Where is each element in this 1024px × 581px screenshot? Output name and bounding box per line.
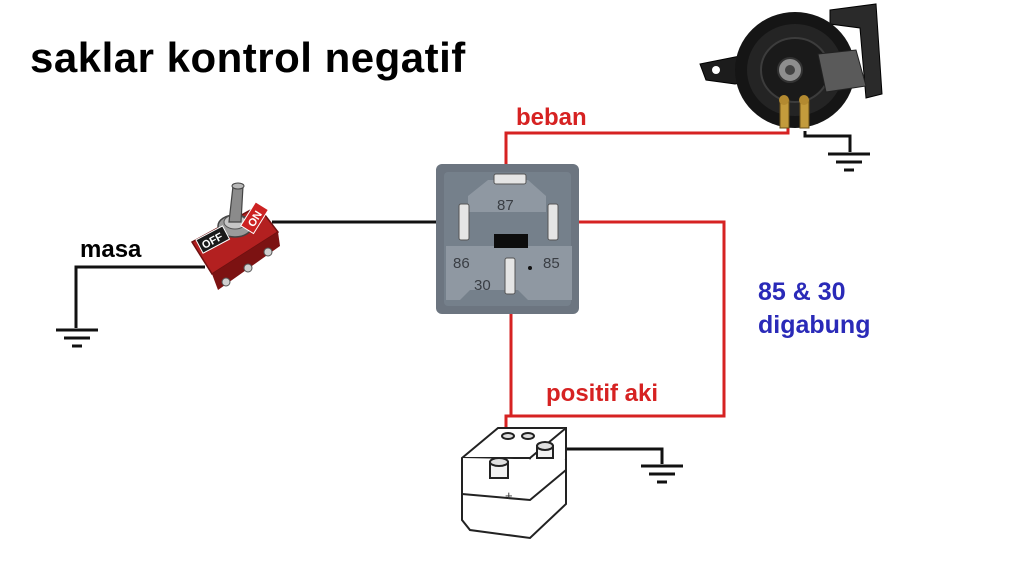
ground-symbol-horn bbox=[828, 152, 870, 172]
wire-85-jumper bbox=[511, 220, 726, 418]
horn-image bbox=[699, 3, 883, 129]
relay-pin-30 bbox=[504, 257, 516, 295]
note-line-1: 85 & 30 bbox=[758, 278, 846, 306]
relay-pin-87-label: 87 bbox=[497, 197, 514, 214]
ground-symbol-battery bbox=[641, 464, 683, 484]
note-line-2: digabung bbox=[758, 311, 871, 339]
relay-pin-87 bbox=[493, 173, 527, 185]
diagram-title: saklar kontrol negatif bbox=[30, 34, 466, 81]
wire-switch-to-ground bbox=[74, 265, 205, 328]
label-beban: beban bbox=[516, 104, 587, 131]
battery-image: + bbox=[461, 427, 567, 540]
wire-horn-to-ground bbox=[803, 131, 852, 152]
battery-plus-label: + bbox=[505, 488, 513, 503]
relay-pin-85 bbox=[547, 203, 559, 241]
relay-pin-86 bbox=[458, 203, 470, 241]
toggle-switch: ON OFF bbox=[190, 182, 280, 290]
relay-pin-86-label: 86 bbox=[453, 255, 470, 272]
relay-pin-85-label: 85 bbox=[543, 255, 560, 272]
label-masa: masa bbox=[80, 236, 142, 263]
relay-center-slot bbox=[494, 234, 528, 248]
label-positif-aki: positif aki bbox=[546, 380, 659, 407]
wire-battery-to-ground bbox=[545, 447, 664, 464]
relay: 87 86 85 30 bbox=[436, 164, 579, 314]
ground-symbol-switch bbox=[56, 328, 98, 348]
label-note: 85 & 30 digabung bbox=[758, 276, 870, 342]
relay-pin-30-label: 30 bbox=[474, 277, 491, 294]
